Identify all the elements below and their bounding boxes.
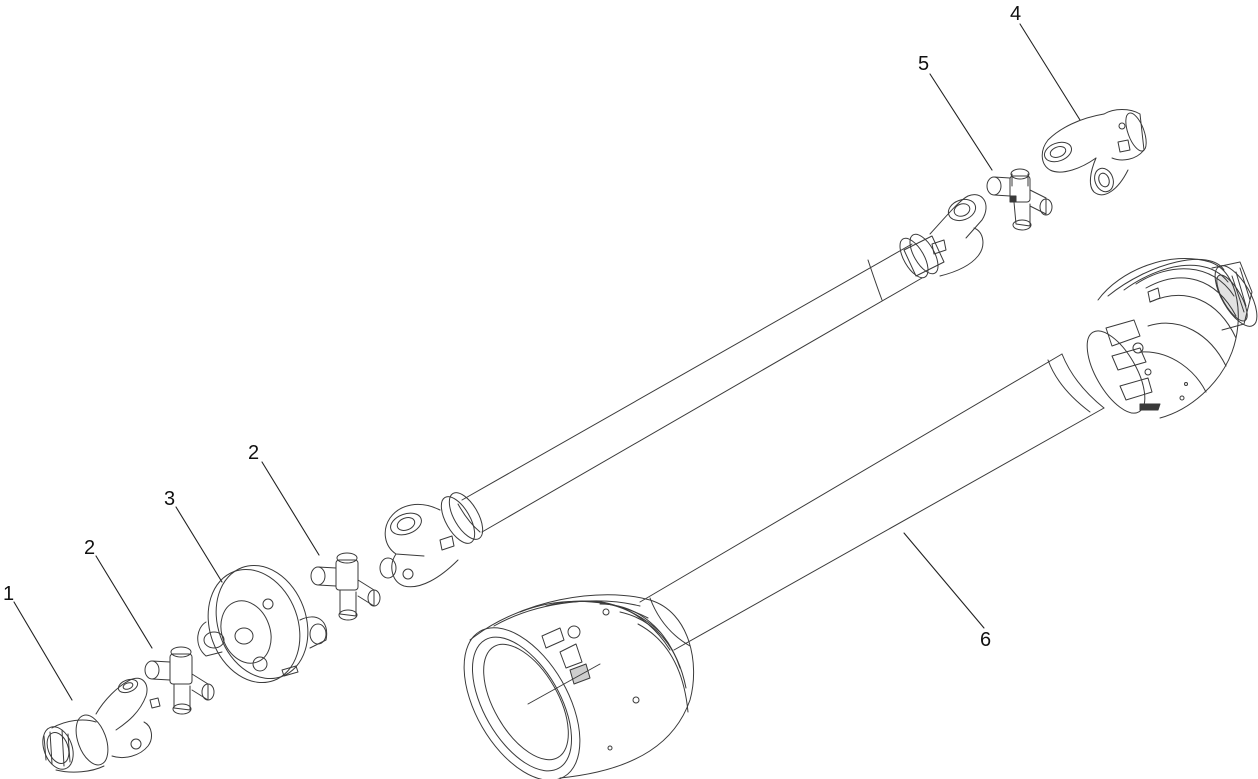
outer-yoke-upper [1042, 110, 1151, 195]
flange-clutch [193, 552, 327, 695]
guarded-shaft [440, 258, 1258, 779]
cross-kit-lower [145, 647, 214, 714]
telescopic-shaft [380, 195, 986, 587]
leader-line-3 [176, 507, 222, 582]
spline-yoke [37, 677, 160, 774]
shaft-left-yoke [380, 487, 489, 586]
callout-2a: 2 [84, 537, 96, 559]
leader-line-2b [262, 462, 319, 555]
callout-6: 6 [980, 629, 992, 651]
leader-line-2a [96, 556, 152, 648]
callout-3: 3 [164, 488, 176, 510]
leader-line-6 [904, 533, 984, 628]
callout-1: 1 [3, 583, 15, 605]
left-guard-cone [440, 595, 693, 779]
leader-line-1 [14, 602, 72, 700]
leader-line-5 [930, 74, 992, 170]
callout-4: 4 [1010, 3, 1022, 25]
leader-line-4 [1020, 24, 1080, 120]
shaft-right-yoke [894, 195, 986, 282]
leader-lines [14, 24, 1080, 700]
right-guard-cone [1076, 258, 1258, 421]
callout-2b: 2 [248, 442, 260, 464]
callout-5: 5 [918, 53, 930, 75]
cross-kit-middle [311, 553, 380, 620]
cross-kit-upper [987, 169, 1052, 230]
